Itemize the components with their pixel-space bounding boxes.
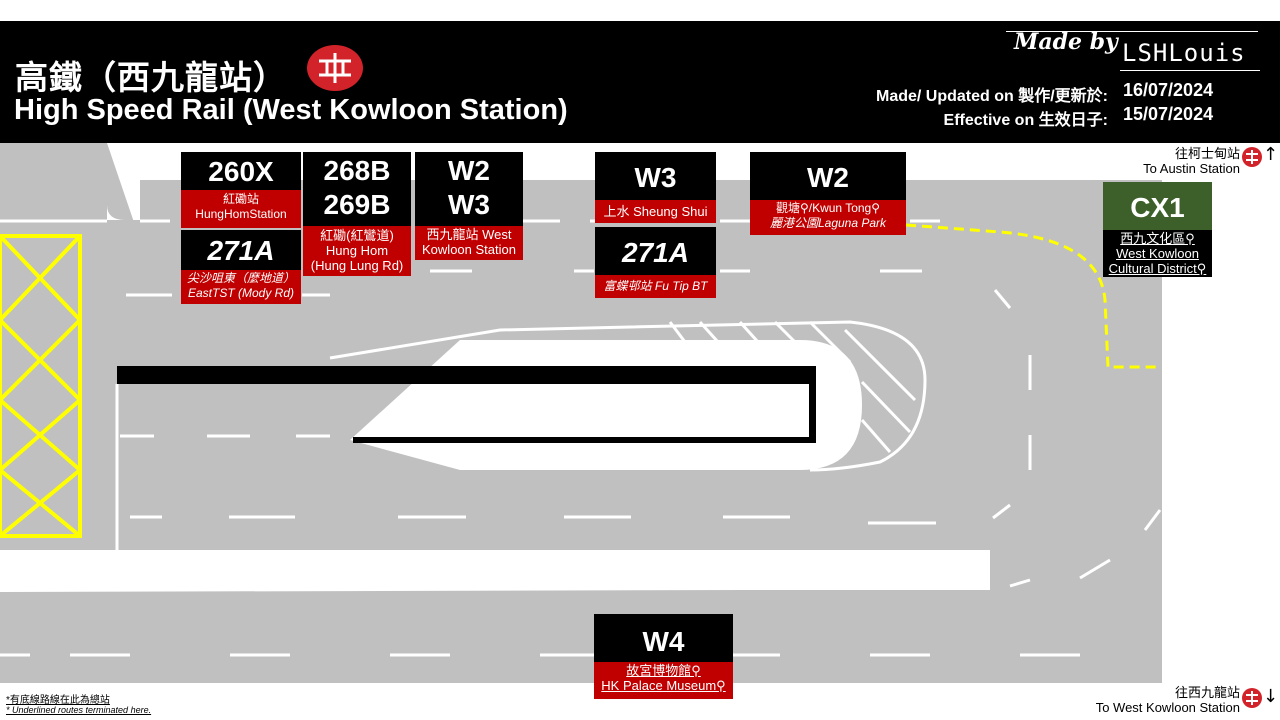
author-underline [1120, 70, 1260, 71]
route-number-w3: W3 [448, 189, 490, 220]
median-strip [0, 553, 890, 592]
route-destination: 故宮博物館⚲ HK Palace Museum⚲ [594, 662, 733, 699]
bus-stop-cx1[interactable]: CX1 西九文化區⚲ West Kowloon Cultural Distric… [1103, 182, 1212, 277]
platform-bottom [353, 437, 816, 443]
arrow-down-icon: ↓ [1263, 686, 1279, 707]
hatching [668, 320, 917, 453]
bus-stop-271a-left[interactable]: 271A 尖沙咀東（麼地道） EastTST (Mody Rd) [181, 230, 301, 304]
route-number-268b: 268B [323, 155, 391, 186]
route-number-269b: 269B [323, 189, 391, 220]
platform-bar [117, 366, 816, 384]
destination-line1: 觀塘⚲/Kwun Tong⚲ [775, 201, 881, 215]
sign-austin-en: To Austin Station [1143, 161, 1240, 176]
destination-en-line2: (Hung Lung Rd) [310, 258, 404, 273]
effective-label: Effective on 生效日子: [943, 112, 1108, 129]
destination-zh: 西九龍站 West [426, 227, 512, 242]
route-destination: 尖沙咀東（麼地道） EastTST (Mody Rd) [181, 270, 301, 304]
mtr-icon-west-kowloon [1242, 688, 1262, 708]
sign-wk-zh: 往西九龍站 [1174, 685, 1240, 700]
route-numbers: 268B 269B [303, 152, 411, 226]
sign-to-west-kowloon: 往西九龍站 To West Kowloon Station [1060, 685, 1240, 715]
route-number: 260X [181, 152, 301, 190]
yellow-box-junction [0, 234, 82, 538]
made-by-label: Made by [1014, 29, 1118, 55]
route-destination: 觀塘⚲/Kwun Tong⚲ 麗港公園Laguna Park [750, 200, 906, 235]
destination-en-line2: Cultural District⚲ [1108, 261, 1207, 276]
bus-stop-268b-269b[interactable]: 268B 269B 紅磡(紅鸞道) Hung Hom (Hung Lung Rd… [303, 152, 411, 276]
road-bottom [0, 590, 1162, 683]
destination-en: HK Palace Museum⚲ [601, 678, 726, 693]
island-outline [329, 320, 927, 472]
cx1-path [905, 223, 1160, 369]
route-numbers: W2 W3 [415, 152, 523, 226]
route-number: W4 [594, 614, 733, 662]
footnote-zh: *有底線路線在此為總站 [6, 695, 110, 706]
bus-stop-260x[interactable]: 260X 紅磡站 HungHomStation [181, 152, 301, 228]
destination-zh: 故宮博物館⚲ [626, 663, 701, 678]
header-bar: 高鐵（西九龍站） High Speed Rail (West Kowloon S… [0, 21, 1280, 143]
effective-date: 15/07/2024 [1123, 104, 1214, 124]
sign-to-austin: 往柯士甸站 To Austin Station [1100, 146, 1240, 176]
mtr-logo-icon [307, 45, 363, 91]
route-destination: 紅磡(紅鸞道) Hung Hom (Hung Lung Rd) [303, 226, 411, 276]
bus-stop-w2-w3[interactable]: W2 W3 西九龍站 West Kowloon Station [415, 152, 523, 260]
destination-en-line1: Hung Hom [325, 243, 389, 258]
route-destination: 上水 Sheung Shui [595, 200, 716, 223]
divider [1006, 31, 1258, 32]
destination-zh: 尖沙咀東（麼地道） [186, 271, 295, 285]
route-destination: 西九文化區⚲ West Kowloon Cultural District⚲ [1103, 230, 1212, 277]
bus-stop-w3[interactable]: W3 上水 Sheung Shui [595, 152, 716, 223]
bus-stop-w2[interactable]: W2 觀塘⚲/Kwun Tong⚲ 麗港公園Laguna Park [750, 152, 906, 235]
route-number: W2 [750, 152, 906, 200]
route-destination: 富蝶邨站 Fu Tip BT [595, 275, 716, 298]
arrow-up-icon: ↑ [1263, 144, 1279, 165]
mtr-icon-austin [1242, 147, 1262, 167]
sign-wk-en: To West Kowloon Station [1095, 700, 1240, 715]
platform-side [809, 380, 816, 442]
destination-en: Kowloon Station [422, 242, 516, 257]
bus-stop-w4[interactable]: W4 故宮博物館⚲ HK Palace Museum⚲ [594, 614, 733, 699]
bus-stop-271a-right[interactable]: 271A 富蝶邨站 Fu Tip BT [595, 227, 716, 298]
route-number: 271A [181, 230, 301, 270]
lane-markings [0, 219, 1162, 657]
destination-zh: 紅磡(紅鸞道) [320, 228, 394, 243]
route-number: W3 [595, 152, 716, 200]
sign-austin-zh: 往柯士甸站 [1174, 146, 1240, 161]
route-destination: 西九龍站 West Kowloon Station [415, 226, 523, 260]
footnote-en: * Underlined routes terminated here. [6, 705, 152, 715]
median-arrow [739, 569, 786, 589]
destination-zh: 西九文化區⚲ [1120, 231, 1195, 246]
destination-en: EastTST (Mody Rd) [187, 286, 295, 300]
destination-en-line1: West Kowloon [1116, 246, 1199, 261]
updated-date: 16/07/2024 [1123, 80, 1214, 100]
route-number: CX1 [1103, 182, 1212, 230]
route-destination: 紅磡站 HungHomStation [181, 190, 301, 228]
author-name: LSHLouis [1122, 39, 1246, 67]
title-english: High Speed Rail (West Kowloon Station) [14, 94, 568, 126]
route-number: 271A [595, 227, 716, 275]
destination-line2: 麗港公園Laguna Park [769, 216, 887, 230]
title-chinese: 高鐵（西九龍站） [15, 58, 287, 97]
route-number-w2: W2 [448, 155, 490, 186]
updated-label: Made/ Updated on 製作/更新於: [875, 88, 1108, 105]
